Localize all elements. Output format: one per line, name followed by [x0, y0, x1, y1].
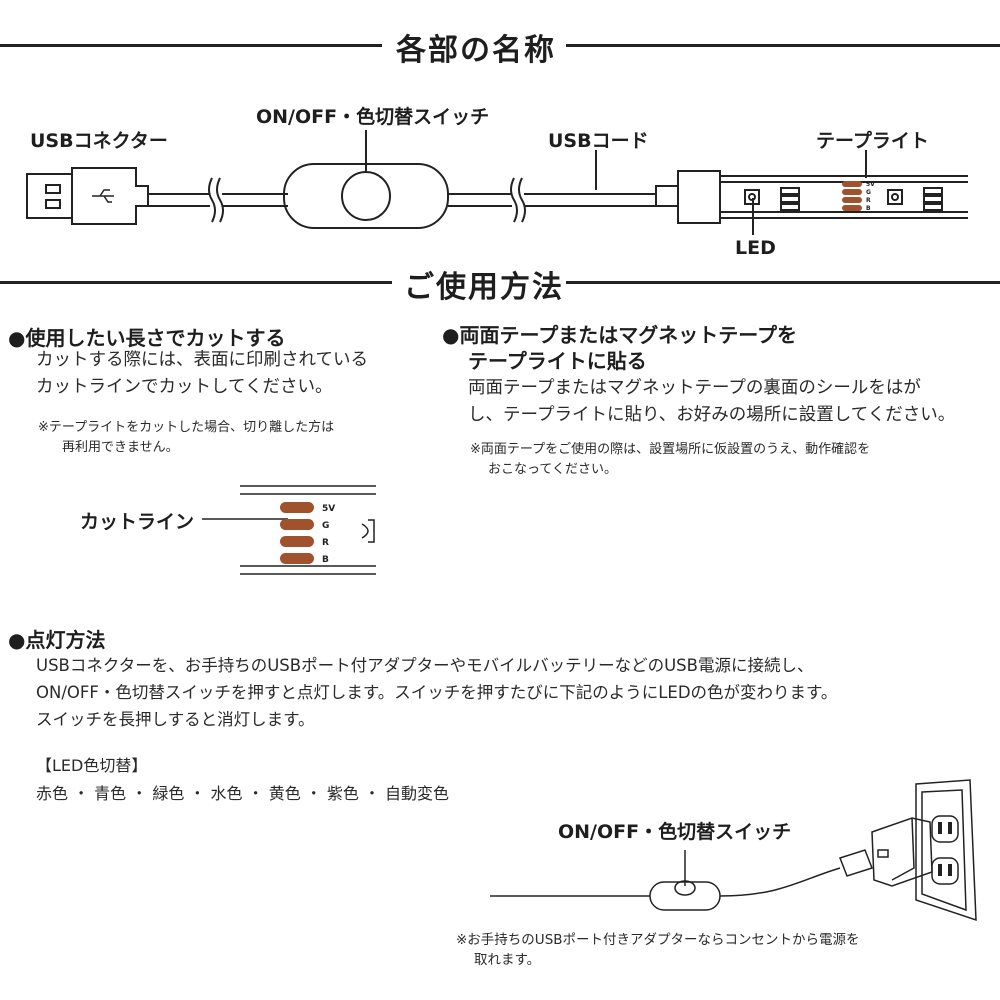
connection-diagram [490, 779, 977, 922]
section-divider-left [0, 44, 382, 47]
section-divider-left [0, 281, 392, 284]
usb-symbol-icon [92, 189, 114, 203]
switch-button [341, 171, 391, 221]
part-names-diagram: 5V G R B [26, 130, 968, 235]
cut-note: ※テープライトをカットした場合、切り離した方は 再利用できません。 [38, 418, 334, 458]
pad-label-5v: 5V [866, 181, 875, 188]
lighting-body: USBコネクターを、お手持ちのUSBポート付アダプターやモバイルバッテリーなどの… [36, 652, 837, 733]
cut-body-line: カットする際には、表面に印刷されている [36, 350, 368, 370]
section-divider-right [566, 44, 1000, 47]
pad-label-g: G [866, 189, 871, 196]
heading-tape-line: ●両面テープまたはマグネットテープを [442, 323, 798, 347]
tape-body-line: し、テープライトに貼り、お好みの場所に設置してください。 [468, 405, 956, 425]
led-color-heading: 【LED色切替】 [36, 756, 148, 775]
label-switch-bottom: ON/OFF・色切替スイッチ [558, 821, 792, 843]
switch-body [283, 163, 449, 229]
cut-body: カットする際には、表面に印刷されている カットラインでカットしてください。 [36, 347, 368, 401]
cut-line-pads [280, 502, 314, 564]
lighting-body-line: USBコネクターを、お手持ちのUSBポート付アダプターやモバイルバッテリーなどの… [36, 656, 814, 675]
section-title-usage: ご使用方法 [404, 270, 564, 305]
heading-tape: ●両面テープまたはマグネットテープを テープライトに貼る [442, 322, 797, 374]
heading-tape-line: テープライトに貼る [468, 349, 647, 373]
section-divider-right [566, 281, 1000, 284]
tape-light-pads [842, 181, 862, 211]
led-color-sequence: 赤色 ・ 青色 ・ 緑色 ・ 水色 ・ 黄色 ・ 紫色 ・ 自動変色 [36, 784, 450, 803]
lighting-body-line: ON/OFF・色切替スイッチを押すと点灯します。スイッチを押すたびに下記のように… [36, 683, 838, 702]
label-usb-connector: USBコネクター [30, 130, 168, 152]
heading-cut: ●使用したい長さでカットする [8, 326, 286, 350]
cut-pad-label-r: R [322, 538, 329, 548]
label-switch: ON/OFF・色切替スイッチ [256, 106, 490, 128]
lighting-note-line: 取れます。 [474, 952, 541, 968]
label-cut-line: カットライン [80, 511, 195, 533]
switch-button-small [674, 880, 696, 896]
cut-pad-label-b: B [322, 555, 329, 565]
lighting-note-line: ※お手持ちのUSBポート付きアダプターならコンセントから電源を [456, 932, 860, 948]
tape-note: ※両面テープをご使用の際は、設置場所に仮設置のうえ、動作確認を おこなってくださ… [470, 440, 870, 480]
cut-body-line: カットラインでカットしてください。 [36, 377, 333, 397]
usb-plug-tip [26, 173, 73, 219]
heading-lighting: ●点灯方法 [8, 628, 106, 652]
section-title-part-names: 各部の名称 [396, 33, 556, 68]
tape-body-line: 両面テープまたはマグネットテープの裏面のシールをはが [468, 378, 921, 398]
label-led: LED [735, 237, 776, 259]
tape-body: 両面テープまたはマグネットテープの裏面のシールをはが し、テープライトに貼り、お… [468, 375, 955, 429]
cut-pad-label-5v: 5V [322, 504, 335, 514]
cut-line-diagram: 5V G R B [202, 485, 376, 575]
lighting-note: ※お手持ちのUSBポート付きアダプターならコンセントから電源を 取れます。 [456, 930, 860, 970]
lighting-body-line: スイッチを長押しすると消灯します。 [36, 710, 315, 729]
cut-note-line: ※テープライトをカットした場合、切り離した方は [38, 420, 335, 435]
cut-pad-label-g: G [322, 521, 329, 531]
label-usb-cord: USBコード [548, 130, 649, 152]
pad-label-r: R [866, 197, 871, 204]
wall-outlet [915, 779, 977, 922]
label-tape-light: テープライト [816, 130, 929, 152]
tape-note-line: ※両面テープをご使用の際は、設置場所に仮設置のうえ、動作確認を [470, 442, 871, 457]
pad-label-b: B [866, 205, 871, 212]
tape-note-line: おこなってください。 [488, 462, 617, 477]
switch-body-small [649, 881, 721, 911]
cut-note-line: 再利用できません。 [62, 440, 179, 455]
